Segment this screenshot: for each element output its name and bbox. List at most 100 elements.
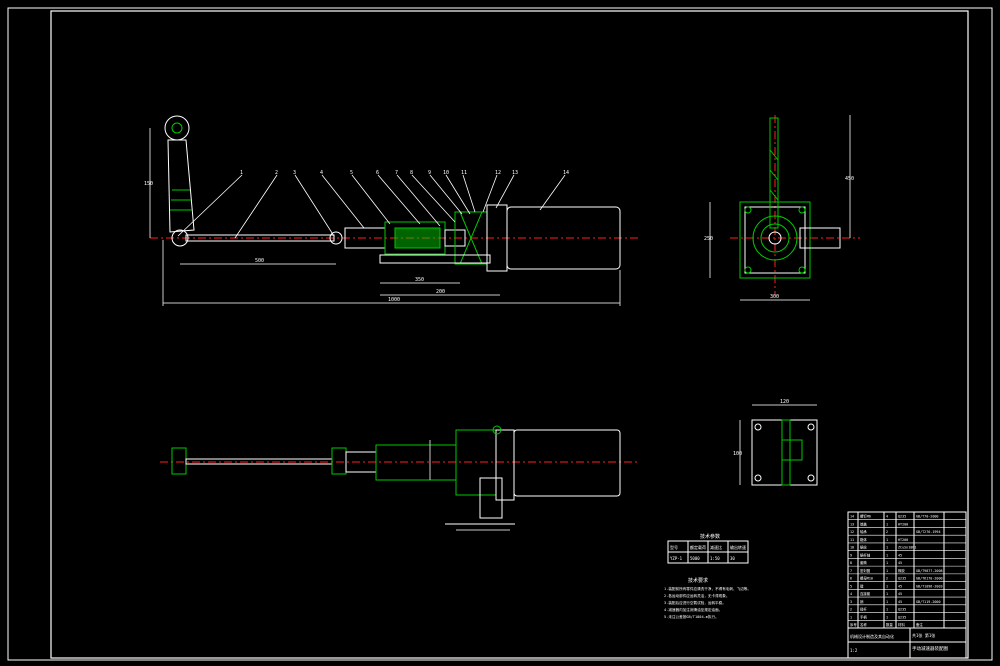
bom-cell-no: 5 — [850, 584, 852, 588]
svg-text:11: 11 — [461, 170, 467, 176]
base-plate — [751, 419, 818, 486]
bom-cell-std: GB/T1096-2003 — [916, 584, 943, 588]
bom-cell-material: 橡胶 — [898, 568, 905, 573]
bom-cell-name: 销 — [860, 599, 864, 604]
bom-cell-name: 蜗轮 — [860, 545, 867, 550]
bom-cell-no: 10 — [850, 546, 854, 550]
svg-text:1.装配前所有零件应清洗干净，不得有毛刺、飞边等。: 1.装配前所有零件应清洗干净，不得有毛刺、飞边等。 — [664, 586, 751, 591]
title-block: 机械设计制造及其自动化 手动减速器装配图 1:2 共1张 第1张 — [848, 627, 966, 658]
title-drawing-name: 手动减速器装配图 — [912, 645, 948, 652]
bom-cell-material: 45 — [898, 561, 902, 565]
svg-text:6: 6 — [376, 170, 379, 176]
bom-cell-qty: 1 — [886, 584, 888, 588]
svg-text:100: 100 — [733, 451, 742, 457]
bom-cell-qty: 1 — [886, 538, 888, 542]
svg-text:3: 3 — [293, 170, 296, 176]
bom-cell-material: 45 — [898, 592, 902, 596]
svg-text:技术要求: 技术要求 — [688, 577, 708, 584]
svg-text:10: 10 — [443, 170, 449, 176]
svg-text:14: 14 — [563, 170, 569, 176]
svg-text:7: 7 — [395, 170, 398, 176]
bom-cell-no: 9 — [850, 553, 852, 557]
svg-text:额定载荷: 额定载荷 — [690, 544, 706, 550]
tech-parameter-table: 技术参数 型号 额定载荷 减速比 输出转速 YZP-1 5000 1:50 30 — [667, 533, 749, 564]
bom-cell-name: 蜗杆轴 — [860, 552, 871, 557]
bom-cell-qty: 2 — [886, 530, 888, 534]
bom-cell-material: 45 — [898, 600, 902, 604]
bom-cell-no: 7 — [850, 569, 852, 573]
bom-cell-material: HT200 — [898, 538, 908, 542]
svg-text:2.各运动部件应运转灵活，无卡滞现象。: 2.各运动部件应运转灵活，无卡滞现象。 — [664, 593, 729, 598]
handle-rod — [185, 234, 335, 242]
bom-cell-name: 名称 — [860, 622, 867, 627]
svg-text:13: 13 — [512, 170, 518, 176]
svg-text:减速比: 减速比 — [710, 544, 722, 550]
bom-cell-material: HT200 — [898, 522, 908, 526]
dim-rod: 500 — [255, 258, 264, 264]
svg-text:250: 250 — [704, 236, 713, 242]
svg-text:输出转速: 输出转速 — [730, 544, 746, 550]
svg-text:450: 450 — [845, 176, 854, 182]
bom-cell-material: ZCuSn10P1 — [898, 546, 916, 550]
bom-cell-qty: 1 — [886, 569, 888, 573]
top-housing — [513, 429, 621, 497]
bom-cell-material: 45 — [898, 553, 902, 557]
bom-cell-qty: 数量 — [886, 622, 893, 627]
bom-cell-no: 12 — [850, 530, 854, 534]
svg-text:30: 30 — [730, 556, 735, 561]
bom-cell-name: 手柄 — [860, 614, 867, 619]
bom-cell-name: 箱体 — [860, 537, 867, 542]
side-crank-arm — [769, 117, 779, 229]
outer-border — [7, 7, 993, 661]
crank-handle — [164, 115, 195, 247]
bom-cell-qty: 1 — [886, 561, 888, 565]
svg-text:1: 1 — [240, 170, 243, 176]
bom-cell-std: GB/T119-2000 — [916, 600, 941, 604]
bom-cell-material: Q235 — [898, 577, 906, 581]
bom-cell-no: 3 — [850, 600, 852, 604]
svg-text:4: 4 — [320, 170, 323, 176]
gearbox-housing — [506, 206, 621, 270]
bom-cell-qty: 1 — [886, 592, 888, 596]
top-view — [160, 425, 640, 531]
bom-cell-qty: 1 — [886, 546, 888, 550]
svg-text:1:50: 1:50 — [710, 556, 720, 561]
bom-cell-name: 连接套 — [860, 591, 871, 596]
bom-cell-std: GB/T9877-2008 — [916, 569, 943, 573]
svg-text:2: 2 — [275, 170, 278, 176]
svg-text:120: 120 — [780, 399, 789, 405]
side-view: 450 250 300 — [704, 115, 860, 301]
bom-cell-qty: 2 — [886, 577, 888, 581]
tech-requirements: 技术要求 1.装配前所有零件应清洗干净，不得有毛刺、飞边等。 2.各运动部件应运… — [664, 577, 751, 619]
bom-cell-no: 6 — [850, 577, 852, 581]
bom-cell-std: GB/T276-1994 — [916, 530, 941, 534]
bom-cell-no: 13 — [850, 522, 854, 526]
title-sheet: 共1张 第1张 — [912, 632, 935, 638]
inner-border — [50, 10, 969, 659]
svg-text:5000: 5000 — [690, 556, 700, 561]
bom-cell-qty: 1 — [886, 615, 888, 619]
bom-cell-material: Q235 — [898, 608, 906, 612]
front-view: 1000 500 150 350 200 1 2 3 4 5 — [144, 115, 640, 306]
balloon-numbers: 1 2 3 4 5 6 7 8 9 10 11 12 13 14 — [240, 170, 569, 176]
bom-cell-qty: 1 — [886, 608, 888, 612]
base-view: 120 100 — [733, 399, 818, 486]
bom-cell-name: 键 — [860, 583, 864, 588]
bom-cell-material: Q235 — [898, 615, 906, 619]
dim-body: 350 — [415, 277, 424, 283]
bom-cell-no: 14 — [850, 515, 854, 519]
svg-text:300: 300 — [770, 294, 779, 300]
title-scale: 1:2 — [850, 648, 858, 653]
bom-cell-name: 密封圈 — [860, 568, 871, 573]
svg-text:9: 9 — [428, 170, 431, 176]
bom-cell-no: 序号 — [850, 622, 857, 627]
bom-cell-material: Q235 — [898, 515, 906, 519]
svg-text:5: 5 — [350, 170, 353, 176]
bom-cell-no: 2 — [850, 608, 852, 612]
bom-cell-name: 螺钉M6 — [860, 514, 871, 519]
bom-cell-name: 套筒 — [860, 560, 867, 565]
bom-cell-material: 材料 — [898, 622, 905, 627]
dim-shaft: 200 — [436, 289, 445, 295]
